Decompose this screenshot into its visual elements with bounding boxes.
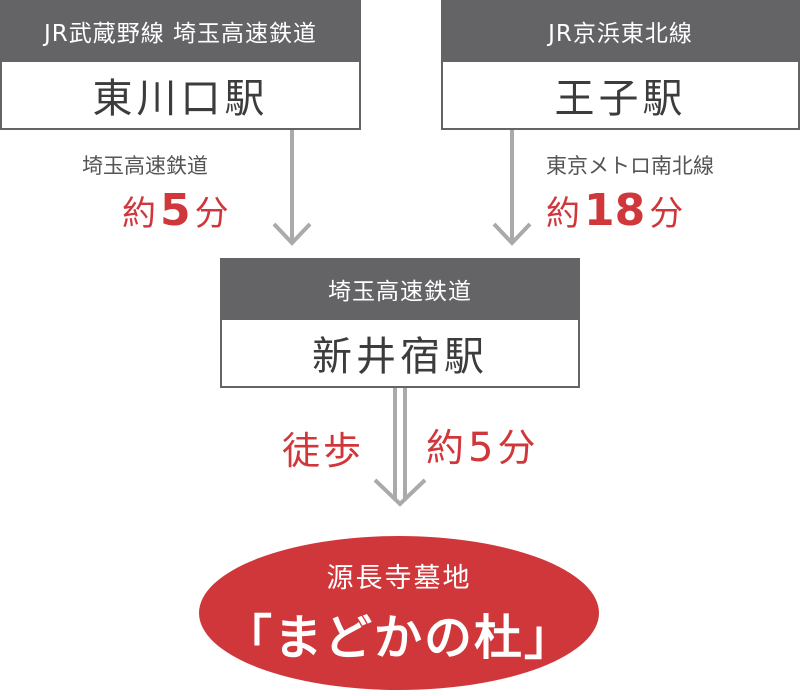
- route-time-right: 約 18 分: [546, 185, 683, 236]
- route-line-label-left: 埼玉高速鉄道: [82, 154, 208, 178]
- arrow-higashi-to-araijuku: [272, 130, 312, 246]
- arrow-oji-to-araijuku: [492, 130, 532, 246]
- time-unit: 分: [649, 194, 684, 234]
- station-line-header: JR京浜東北線: [441, 0, 800, 62]
- walk-label: 徒歩: [282, 429, 365, 473]
- time-unit: 分: [194, 194, 229, 234]
- route-time-left: 約 5 分: [122, 185, 229, 236]
- station-line-header: JR武蔵野線 埼玉高速鉄道: [0, 0, 361, 62]
- time-minutes: 5: [160, 185, 191, 236]
- time-prefix: 約: [426, 426, 465, 470]
- station-araijuku: 埼玉高速鉄道 新井宿駅: [220, 258, 580, 388]
- time-prefix: 約: [546, 194, 580, 234]
- time-minutes: 18: [584, 185, 646, 236]
- time-minutes: 5: [468, 425, 494, 471]
- station-line-header: 埼玉高速鉄道: [220, 258, 580, 320]
- time-unit: 分: [497, 426, 536, 470]
- station-oji: JR京浜東北線 王子駅: [441, 0, 800, 130]
- walk-time: 約 5 分: [426, 417, 535, 472]
- station-name: 東川口駅: [0, 62, 361, 130]
- route-line-label-right: 東京メトロ南北線: [546, 154, 714, 178]
- destination-subtitle: 源長寺墓地: [326, 563, 472, 594]
- station-higashi-kawaguchi: JR武蔵野線 埼玉高速鉄道 東川口駅: [0, 0, 361, 130]
- station-name: 新井宿駅: [220, 320, 580, 388]
- destination-name: 「まどかの杜」: [223, 610, 574, 666]
- destination-ellipse: 源長寺墓地 「まどかの杜」: [199, 536, 599, 690]
- arrow-walk-to-destination: [373, 388, 427, 507]
- station-name: 王子駅: [441, 62, 800, 130]
- time-prefix: 約: [122, 194, 156, 234]
